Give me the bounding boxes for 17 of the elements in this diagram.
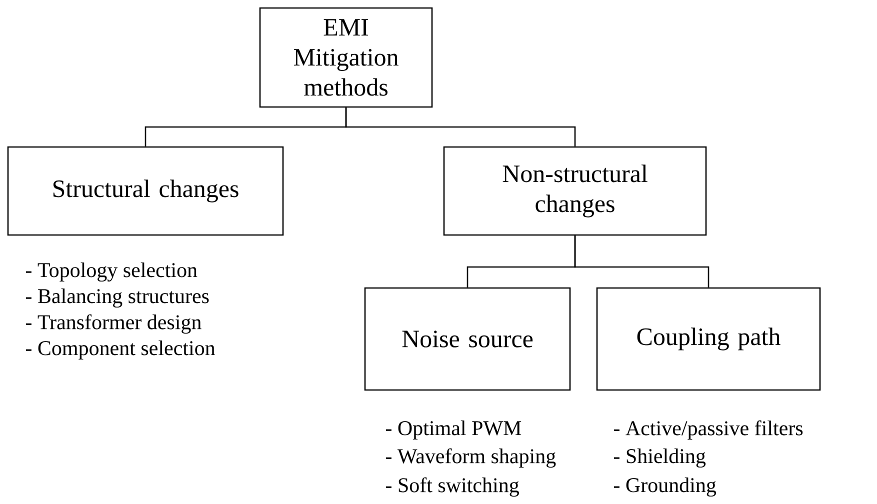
connector-line (574, 236, 710, 288)
list-item: - Shielding (614, 448, 706, 468)
category-box: Noise source (364, 287, 571, 391)
list-item: - Active/passive filters (614, 420, 803, 440)
connector-line (345, 108, 576, 146)
list-item: - Transformer design (26, 314, 202, 334)
list-item: - Component selection (26, 340, 216, 360)
list-item: - Optimal PWM (386, 420, 522, 440)
list-item: - Waveform shaping (386, 448, 556, 468)
category-box: Non-structural changes (443, 146, 707, 236)
category-box: EMI Mitigation methods (259, 7, 433, 108)
list-item: - Balancing structures (26, 288, 209, 308)
list-item: - Topology selection (26, 262, 198, 282)
list-item: - Grounding (614, 477, 716, 497)
category-box: Coupling path (596, 287, 821, 391)
list-item: - Soft switching (386, 477, 519, 497)
category-box: Structural changes (7, 146, 284, 236)
